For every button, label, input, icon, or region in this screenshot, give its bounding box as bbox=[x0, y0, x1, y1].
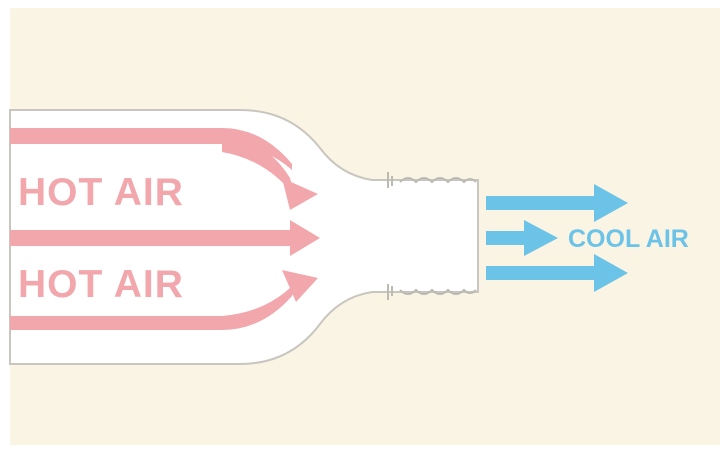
hot-air-label-top: HOT AIR bbox=[18, 171, 184, 215]
cool-air-arrowhead-top bbox=[594, 184, 628, 222]
hot-air-arrow-middle bbox=[10, 230, 292, 246]
cool-air-arrow-bottom bbox=[486, 266, 596, 280]
cool-air-arrowhead-middle bbox=[524, 220, 558, 256]
cool-air-label: COOL AIR bbox=[568, 225, 689, 254]
hot-air-label-bottom: HOT AIR bbox=[18, 263, 184, 307]
cool-air-arrow-middle bbox=[486, 231, 526, 245]
cool-air-arrow-top bbox=[486, 196, 596, 210]
cool-air-arrowhead-bottom bbox=[594, 254, 628, 292]
